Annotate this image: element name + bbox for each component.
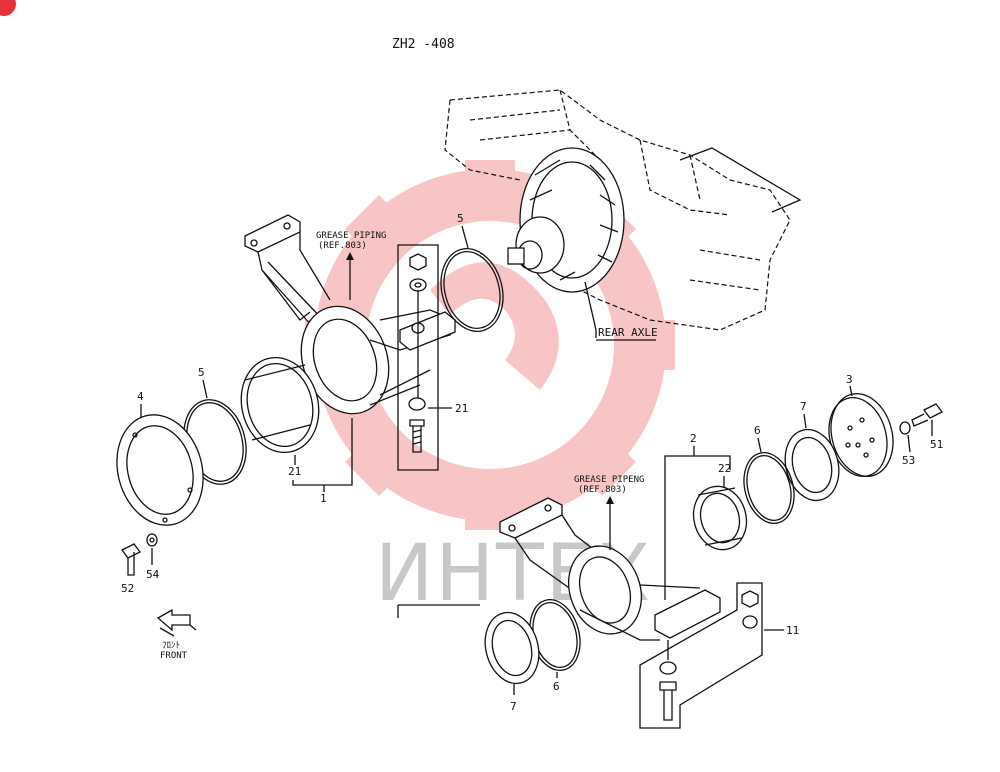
lower-bracket-part-2 <box>499 497 721 641</box>
callout-53: 53 <box>902 454 915 467</box>
washer-54 <box>146 533 158 547</box>
callout-6-right: 6 <box>754 424 761 437</box>
callout-5-left: 5 <box>198 366 205 379</box>
washer-53 <box>899 421 911 435</box>
rear-axle-drawing <box>444 89 802 338</box>
bolt-52 <box>121 543 141 576</box>
front-arrow-icon <box>156 608 197 637</box>
callout-21-left: 21 <box>288 465 301 478</box>
grease-piping-label-2: GREASE PIPENG <box>574 475 644 485</box>
bushing-21-left <box>240 356 320 454</box>
o-ring-5-upper <box>440 248 504 332</box>
bushing-22 <box>692 485 748 551</box>
callout-2: 2 <box>690 432 697 445</box>
callout-7-right: 7 <box>800 400 807 413</box>
grease-piping-label-1: GREASE PIPING <box>316 231 386 241</box>
callout-3: 3 <box>846 373 853 386</box>
callout-6-lower: 6 <box>553 680 560 693</box>
callout-1: 1 <box>320 492 327 505</box>
corner-badge-icon <box>0 0 16 16</box>
rear-axle-label: REAR AXLE <box>598 326 658 339</box>
callout-4: 4 <box>137 390 144 403</box>
callout-7-lower: 7 <box>510 700 517 713</box>
bolt-column-lower <box>639 582 763 729</box>
upper-bracket-part-1 <box>244 214 456 415</box>
bolt-51 <box>911 403 943 427</box>
shim-plate-7-right <box>784 428 840 502</box>
callout-54: 54 <box>146 568 160 581</box>
front-label: FRONT <box>160 651 188 661</box>
shim-plate-4 <box>116 414 204 526</box>
cover-plate-3 <box>828 393 894 477</box>
callout-11: 11 <box>786 624 799 637</box>
drawing-number: ZH2 -408 <box>392 37 455 52</box>
callout-52: 52 <box>121 582 134 595</box>
o-ring-6-right <box>743 452 795 524</box>
shim-plate-7-lower <box>484 611 540 685</box>
bolt-column-upper <box>397 244 439 471</box>
callout-22: 22 <box>718 462 731 475</box>
grease-ref-label-1: (REF.803) <box>318 241 367 251</box>
callout-21-upper: 21 <box>455 402 468 415</box>
callout-51: 51 <box>930 438 943 451</box>
front-label-jp: ﾌﾛﾝﾄ <box>162 641 180 651</box>
watermark-gear-icon <box>305 160 675 530</box>
grease-ref-label-2: (REF.803) <box>578 485 627 495</box>
callout-5-upper: 5 <box>457 212 464 225</box>
